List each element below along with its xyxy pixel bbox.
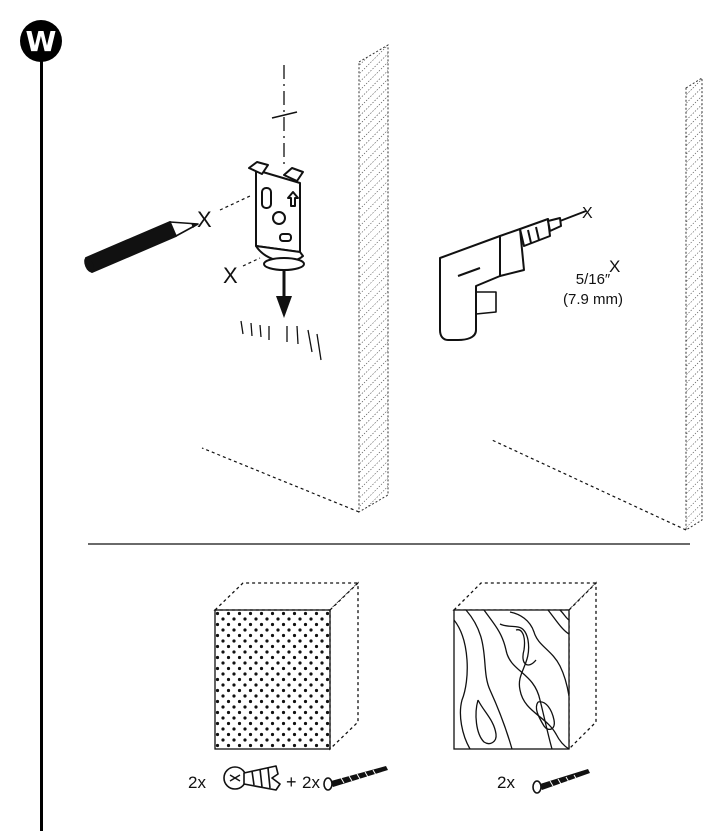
step-line	[40, 60, 43, 831]
wall-left	[201, 44, 389, 513]
motion-lines	[240, 320, 322, 361]
drill-bit-x: X	[582, 205, 593, 222]
drywall-block	[213, 581, 360, 751]
step-letter: W	[25, 24, 57, 58]
step-badge: W	[20, 20, 62, 62]
drill-size-label: 5/16″ (7.9 mm)	[563, 270, 623, 310]
screw-icon	[323, 766, 388, 791]
screw-icon	[532, 769, 590, 794]
bracket-arrow-down-icon	[276, 270, 292, 318]
mark-x-upper: X	[197, 207, 212, 232]
mark-x-lower: X	[223, 263, 238, 288]
mark-guide-lower	[242, 257, 261, 267]
mark-guide-upper	[219, 195, 251, 211]
drill-size-metric: (7.9 mm)	[563, 291, 623, 308]
drill-target-x: X	[609, 257, 620, 276]
wall-anchor-icon	[223, 765, 281, 791]
wood-screw-qty: 2x	[497, 773, 515, 792]
anchor-qty: 2x	[188, 773, 206, 792]
drill-icon	[439, 210, 587, 341]
drill-size-imperial: 5/16″	[575, 271, 611, 288]
wall-right	[491, 77, 703, 531]
plus-sign: +	[286, 772, 297, 792]
pencil-icon	[84, 221, 199, 273]
wood-grain	[453, 609, 570, 750]
level-guide	[271, 65, 298, 168]
wood-block	[452, 581, 598, 751]
bracket-icon	[248, 161, 305, 271]
drywall-screw-qty: 2x	[302, 773, 320, 792]
